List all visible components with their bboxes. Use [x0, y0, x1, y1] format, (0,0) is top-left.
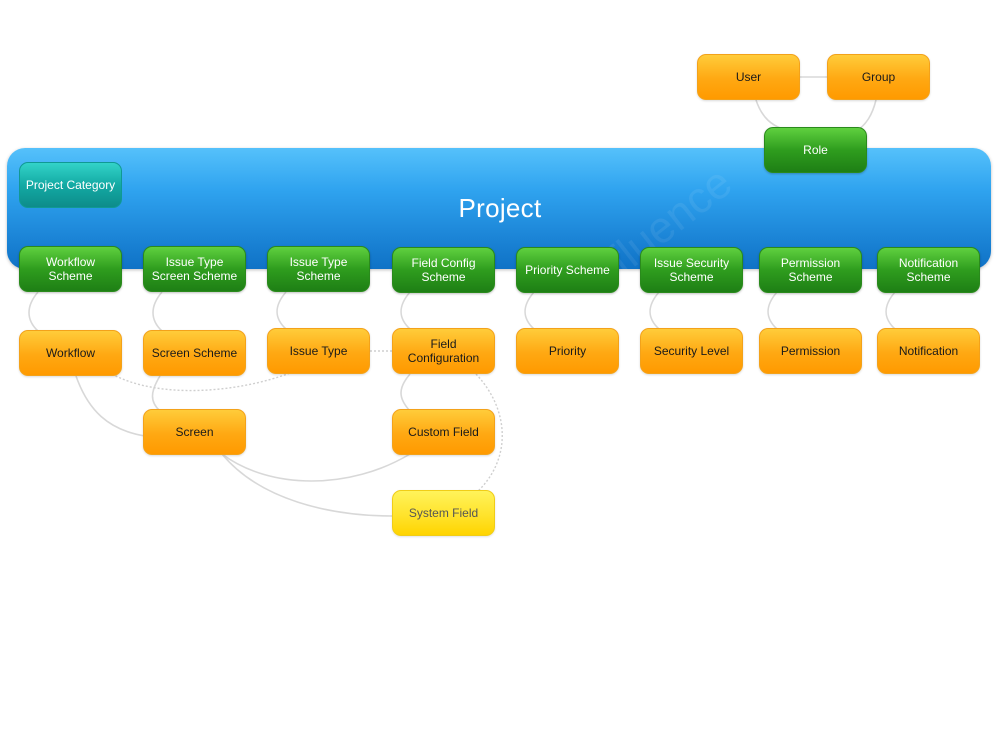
link-perm-scheme-permission: [767, 291, 778, 330]
node-permission: Permission: [759, 328, 862, 374]
node-field-config-scheme: Field Config Scheme: [392, 247, 495, 293]
node-role: Role: [764, 127, 867, 173]
link-iss-security-level: [649, 291, 660, 330]
project-title: Project: [458, 193, 542, 223]
node-workflow-scheme: Workflow Scheme: [19, 246, 122, 292]
link-workflow-scheme-workflow: [28, 291, 39, 332]
node-permission-scheme: Permission Scheme: [759, 247, 862, 293]
node-priority-scheme: Priority Scheme: [516, 247, 619, 293]
link-priority-scheme-priority: [524, 291, 535, 330]
node-issue-type-screen-scheme: Issue Type Screen Scheme: [143, 246, 246, 292]
node-project-category: Project Category: [19, 162, 122, 208]
node-issue-type: Issue Type: [267, 328, 370, 374]
node-group: Group: [827, 54, 930, 100]
link-itss-screen-scheme: [152, 291, 163, 332]
node-system-field: System Field: [392, 490, 495, 536]
node-screen: Screen: [143, 409, 246, 455]
node-priority: Priority: [516, 328, 619, 374]
node-user: User: [697, 54, 800, 100]
link-fcs-field-config: [400, 291, 411, 330]
link-notif-scheme-notification: [885, 291, 896, 330]
node-custom-field: Custom Field: [392, 409, 495, 455]
node-notification: Notification: [877, 328, 980, 374]
link-screen-scheme-screen: [151, 375, 161, 412]
link-screen-custom-field: [221, 453, 411, 482]
node-issue-type-scheme: Issue Type Scheme: [267, 246, 370, 292]
link-its-issue-type: [276, 291, 287, 330]
link-group-role: [857, 99, 877, 131]
node-workflow: Workflow: [19, 330, 122, 376]
link-screen-system-field: [221, 453, 394, 517]
node-screen-scheme: Screen Scheme: [143, 330, 246, 376]
node-notification-scheme: Notification Scheme: [877, 247, 980, 293]
node-field-configuration: Field Configuration: [392, 328, 495, 374]
node-issue-security-scheme: Issue Security Scheme: [640, 247, 743, 293]
link-field-config-custom-field: [400, 373, 411, 412]
link-workflow-screen: [75, 375, 146, 437]
node-security-level: Security Level: [640, 328, 743, 374]
